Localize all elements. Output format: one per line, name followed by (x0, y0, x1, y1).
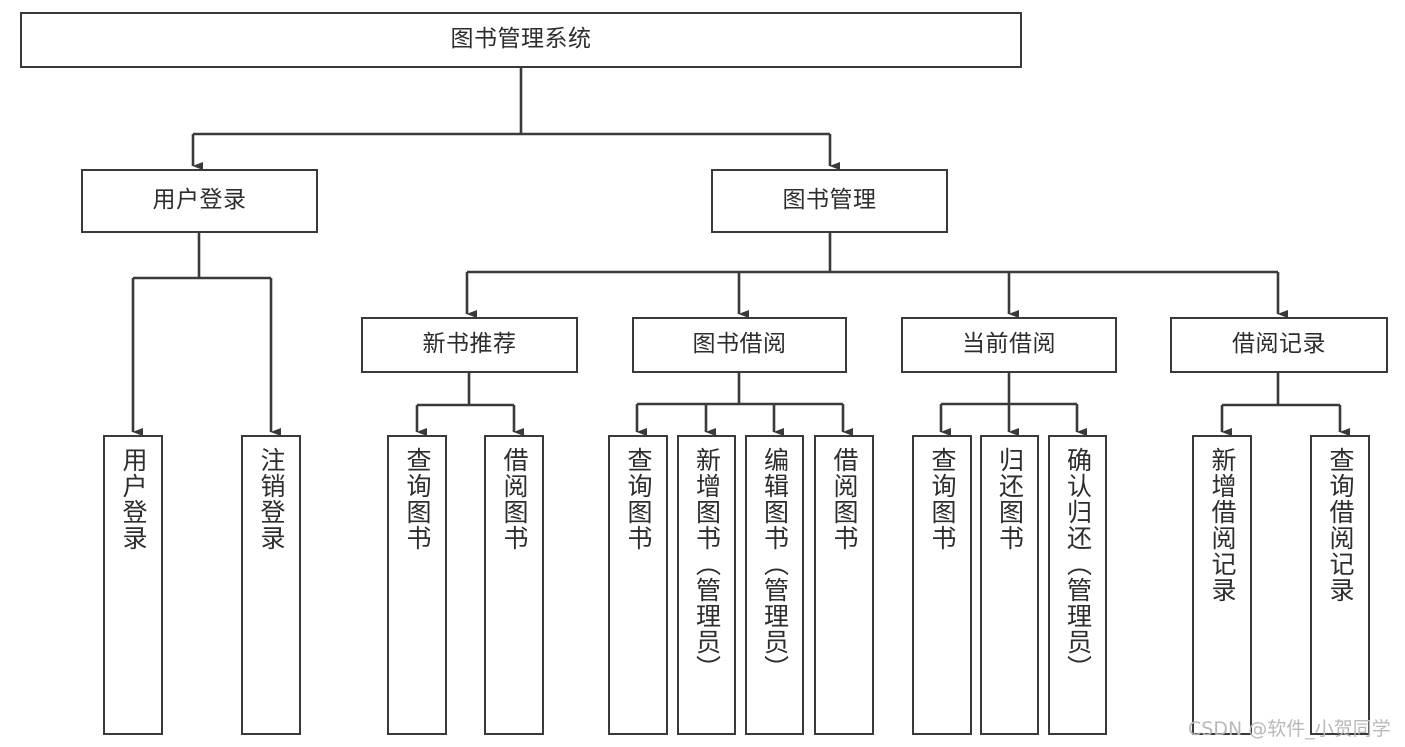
node-label: 查询图书 (624, 447, 653, 551)
leaf-borrow-record-add-record[interactable]: 新增借阅记录 (1192, 435, 1252, 735)
node-label: 图书借阅 (692, 331, 787, 358)
node-label: 新增借阅记录 (1208, 447, 1237, 603)
leaf-current-borrow-return-book[interactable]: 归还图书 (980, 435, 1039, 735)
leaf-current-borrow-confirm-return-admin[interactable]: 确认归还（管理员） (1048, 435, 1107, 735)
node-borrow-record[interactable]: 借阅记录 (1170, 317, 1388, 373)
node-label: 查询图书 (928, 447, 957, 551)
node-current-borrow[interactable]: 当前借阅 (901, 317, 1117, 373)
leaf-book-borrow-query-book[interactable]: 查询图书 (608, 435, 668, 735)
node-label: 借阅记录 (1232, 331, 1326, 358)
leaf-book-borrow-add-book-admin[interactable]: 新增图书（管理员） (677, 435, 736, 735)
node-label: 用户登录 (119, 447, 148, 551)
node-label: 查询图书 (403, 447, 432, 551)
leaf-user-login-login[interactable]: 用户登录 (103, 435, 163, 735)
node-label: 用户登录 (152, 187, 247, 214)
node-book-borrow[interactable]: 图书借阅 (632, 317, 847, 373)
node-label: 图书管理系统 (450, 26, 592, 53)
csdn-watermark: CSDN @软件_小贺同学 (1188, 718, 1391, 740)
node-label: 当前借阅 (962, 331, 1056, 358)
node-label: 编辑图书（管理员） (760, 447, 790, 681)
node-user-login[interactable]: 用户登录 (81, 169, 318, 233)
node-label: 借阅图书 (500, 447, 529, 551)
leaf-user-login-logout[interactable]: 注销登录 (241, 435, 301, 735)
leaf-new-book-borrow-book[interactable]: 借阅图书 (484, 435, 544, 735)
node-label: 借阅图书 (830, 447, 859, 551)
leaf-current-borrow-query-book[interactable]: 查询图书 (912, 435, 972, 735)
node-label: 图书管理 (782, 187, 877, 214)
leaf-new-book-query-book[interactable]: 查询图书 (387, 435, 447, 735)
node-label: 新书推荐 (422, 331, 517, 358)
node-new-book-recommend[interactable]: 新书推荐 (361, 317, 578, 373)
node-label: 归还图书 (995, 447, 1025, 551)
leaf-borrow-record-query-record[interactable]: 查询借阅记录 (1310, 435, 1370, 735)
node-book-management[interactable]: 图书管理 (711, 169, 948, 233)
node-root-book-management-system[interactable]: 图书管理系统 (20, 12, 1022, 68)
node-label: 查询借阅记录 (1326, 447, 1355, 603)
node-label: 确认归还（管理员） (1063, 447, 1093, 681)
leaf-book-borrow-borrow-book[interactable]: 借阅图书 (814, 435, 874, 735)
leaf-book-borrow-edit-book-admin[interactable]: 编辑图书（管理员） (745, 435, 804, 735)
node-label: 注销登录 (257, 447, 286, 551)
node-label: 新增图书（管理员） (692, 447, 722, 681)
